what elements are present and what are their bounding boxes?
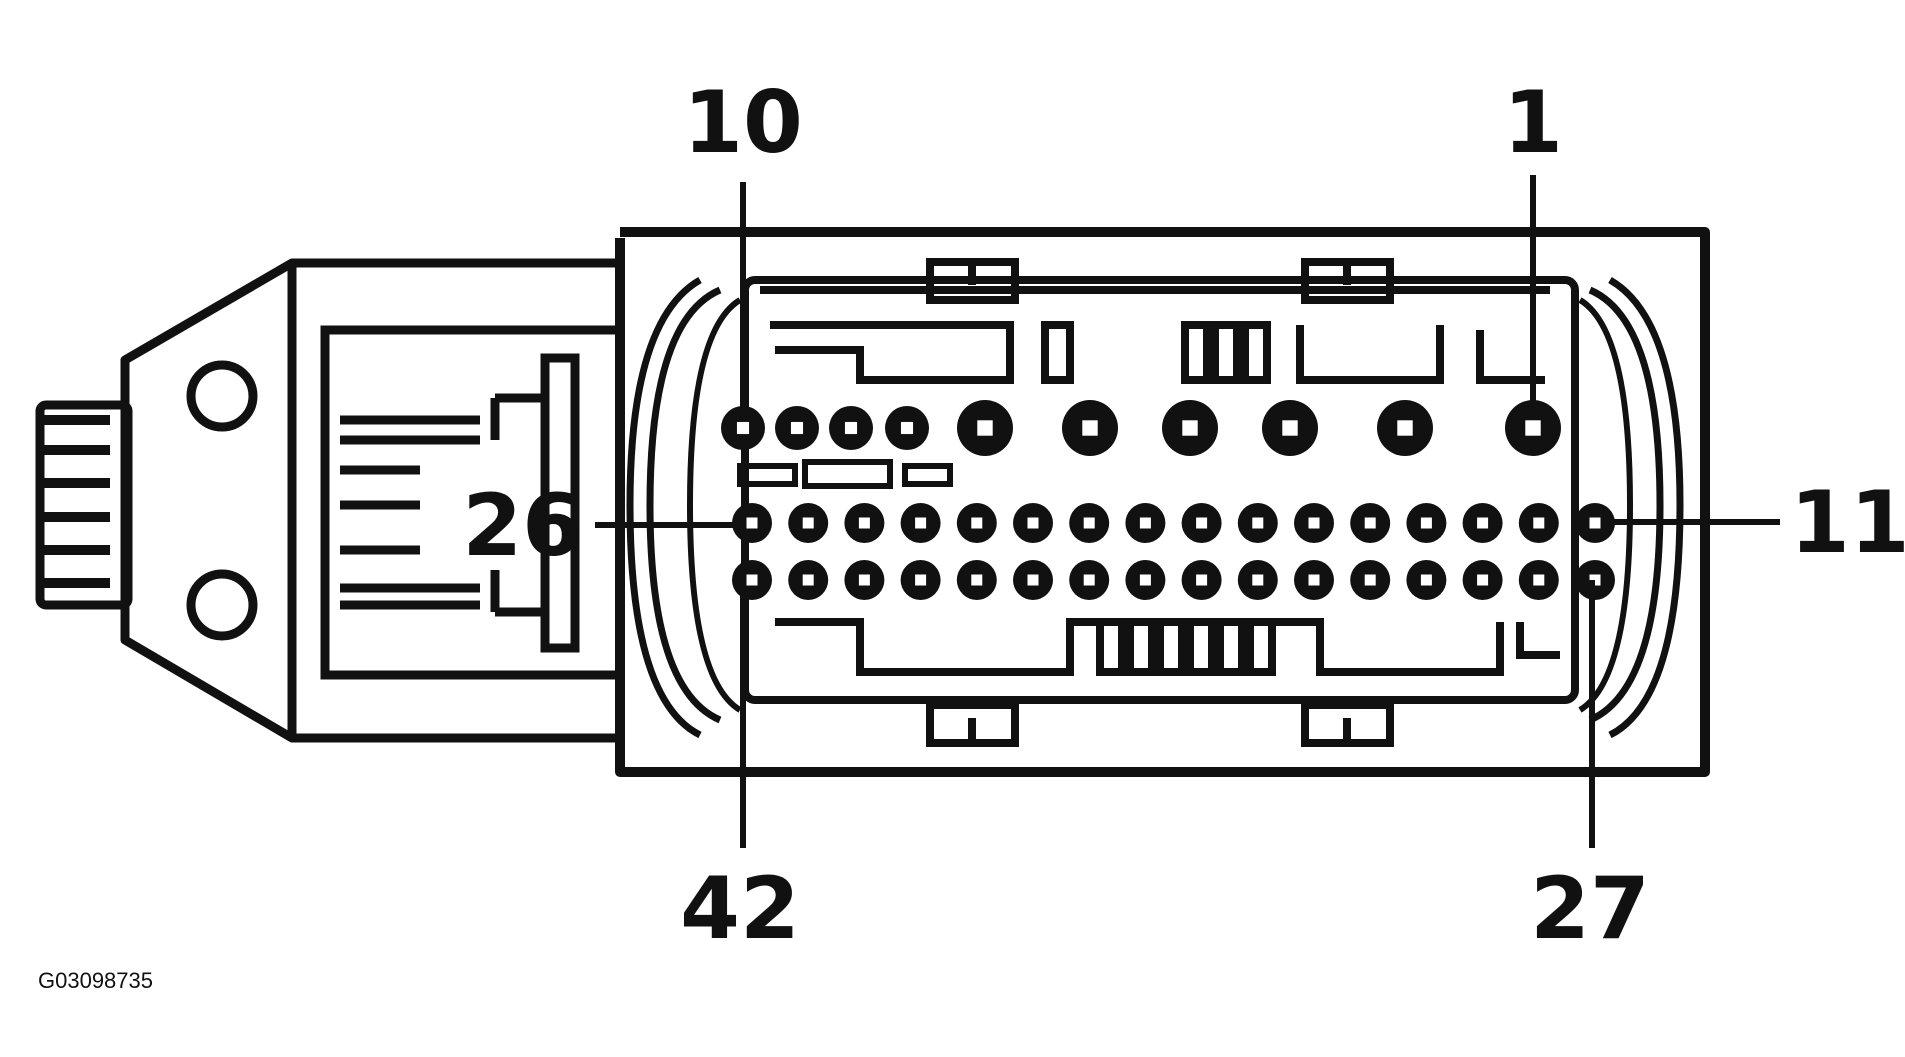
pin-top-9-socket — [1397, 420, 1413, 436]
pin-top-2-socket — [790, 421, 804, 435]
pin-middle-14-socket — [1477, 517, 1489, 529]
pin-bottom-11-socket — [1308, 574, 1320, 586]
pin-bottom-2-socket — [802, 574, 814, 586]
pin-middle-5-socket — [971, 517, 983, 529]
figure-id: G03098735 — [38, 968, 153, 993]
pin-top-7-socket — [1182, 420, 1198, 436]
top-keying-features — [760, 258, 1550, 384]
pin-top-4-socket — [900, 421, 914, 435]
pin-bottom-7-socket — [1083, 574, 1095, 586]
pin-row-bottom — [732, 560, 1615, 600]
pin-middle-3-socket — [858, 517, 870, 529]
pin-middle-2-socket — [802, 517, 814, 529]
pin-middle-8-socket — [1139, 517, 1151, 529]
pin-label-1: 1 — [1503, 73, 1563, 173]
pin-middle-6-socket — [1027, 517, 1039, 529]
pin-label-42: 42 — [680, 859, 800, 959]
pin-bottom-13-socket — [1420, 574, 1432, 586]
pin-label-10: 10 — [683, 73, 803, 173]
pin-bottom-1-socket — [746, 574, 758, 586]
pin-row-top — [721, 400, 1561, 456]
bottom-keying-features — [760, 618, 1560, 747]
pin-top-3-socket — [844, 421, 858, 435]
pin-row-spacers — [737, 459, 953, 489]
callout-leaders — [595, 175, 1780, 848]
pin-middle-4-socket — [915, 517, 927, 529]
pin-bottom-3-socket — [858, 574, 870, 586]
pin-bottom-9-socket — [1196, 574, 1208, 586]
pin-bottom-10-socket — [1252, 574, 1264, 586]
pin-middle-7-socket — [1083, 517, 1095, 529]
pin-row-middle — [732, 503, 1615, 543]
pin-label-27: 27 — [1530, 859, 1650, 959]
pin-bottom-5-socket — [971, 574, 983, 586]
pin-middle-16-socket — [1589, 517, 1601, 529]
pin-middle-1-socket — [746, 517, 758, 529]
pin-top-8-socket — [1282, 420, 1298, 436]
pin-top-1-socket — [736, 421, 750, 435]
pin-middle-10-socket — [1252, 517, 1264, 529]
connector-housing — [615, 227, 1710, 777]
pin-top-10-socket — [1525, 420, 1541, 436]
pin-top-5-socket — [977, 420, 993, 436]
connector-ribbed-tab — [35, 400, 133, 610]
pin-middle-15-socket — [1533, 517, 1545, 529]
pin-label-11: 11 — [1790, 473, 1905, 573]
pin-bottom-4-socket — [915, 574, 927, 586]
pin-bottom-14-socket — [1477, 574, 1489, 586]
pin-middle-12-socket — [1364, 517, 1376, 529]
pin-bottom-12-socket — [1364, 574, 1376, 586]
pin-middle-11-socket — [1308, 517, 1320, 529]
pin-bottom-6-socket — [1027, 574, 1039, 586]
pin-label-26: 26 — [462, 476, 582, 576]
pin-middle-13-socket — [1420, 517, 1432, 529]
pin-top-6-socket — [1082, 420, 1098, 436]
pin-bottom-8-socket — [1139, 574, 1151, 586]
pin-bottom-15-socket — [1533, 574, 1545, 586]
pin-middle-9-socket — [1196, 517, 1208, 529]
